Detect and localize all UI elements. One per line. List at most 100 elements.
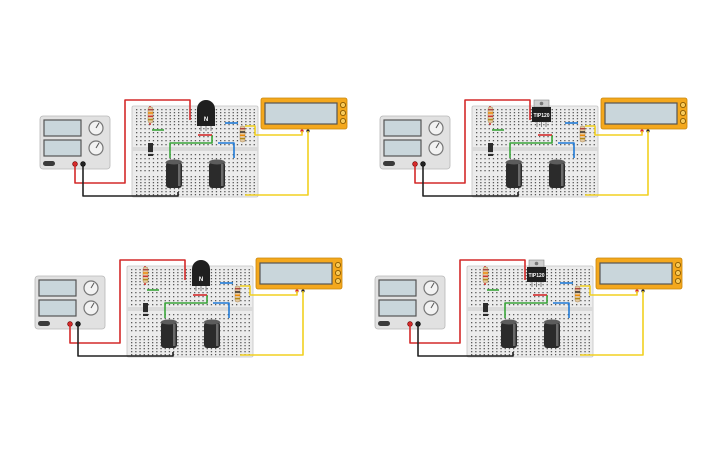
diode-body[interactable]: [483, 303, 488, 316]
wire-green-base[interactable]: [164, 295, 208, 318]
lcd-button-1[interactable]: [339, 101, 347, 109]
lcd-display[interactable]: [595, 257, 683, 293]
power-switch[interactable]: [383, 161, 395, 166]
wire-red-supply[interactable]: [69, 259, 186, 344]
breadboard-hole: [500, 272, 502, 274]
lcd-display[interactable]: [260, 97, 348, 133]
resistor-1[interactable]: [147, 106, 154, 124]
wire-black-ground[interactable]: [77, 324, 174, 357]
power-switch[interactable]: [378, 321, 390, 326]
diode-body[interactable]: [143, 303, 148, 316]
diode[interactable]: [488, 143, 493, 156]
resistor-2[interactable]: [574, 285, 581, 303]
breadboard-body[interactable]: [126, 265, 254, 358]
wire-blue-collector[interactable]: [558, 142, 575, 158]
resistor-2[interactable]: [579, 125, 586, 143]
breadboard-hole: [567, 322, 569, 324]
capacitor-2[interactable]: [204, 319, 220, 349]
wire-red-supply[interactable]: [414, 99, 531, 184]
breadboard-hole: [236, 158, 239, 160]
lcd-button-3[interactable]: [334, 277, 342, 285]
resistor-1[interactable]: [487, 106, 494, 124]
transistor-body[interactable]: [192, 260, 210, 286]
breadboard[interactable]: [466, 265, 594, 358]
resistor-1[interactable]: [142, 266, 149, 284]
transistor-body[interactable]: [532, 107, 551, 122]
breadboard-body[interactable]: [131, 105, 259, 198]
capacitor-1[interactable]: [501, 319, 517, 349]
wire-red-supply[interactable]: [409, 259, 526, 344]
transistor-body[interactable]: [197, 100, 215, 126]
resistor-1[interactable]: [482, 266, 489, 284]
wire-yellow-lcd-negative[interactable]: [240, 291, 304, 356]
lcd-button-2[interactable]: [679, 109, 687, 117]
breadboard-hole: [534, 144, 537, 146]
wire-yellow-lcd-positive[interactable]: [240, 285, 298, 296]
wire-red-supply[interactable]: [74, 99, 191, 184]
lcd-button-2[interactable]: [339, 109, 347, 117]
breadboard-hole: [576, 191, 579, 193]
resistor-2[interactable]: [239, 125, 246, 143]
diode-body[interactable]: [148, 143, 153, 156]
power-supply[interactable]: [379, 115, 451, 170]
wire-green-base[interactable]: [169, 135, 213, 158]
power-switch[interactable]: [38, 321, 50, 326]
wire-black-ground[interactable]: [422, 164, 519, 197]
capacitor-1[interactable]: [161, 319, 177, 349]
lcd-button-2[interactable]: [674, 269, 682, 277]
capacitor-1[interactable]: [166, 159, 182, 189]
diode[interactable]: [143, 303, 148, 316]
wire-blue-collector[interactable]: [553, 302, 570, 318]
transistor[interactable]: TIP120: [532, 99, 551, 127]
wire-yellow-lcd-negative[interactable]: [580, 291, 644, 356]
lcd-button-1[interactable]: [679, 101, 687, 109]
capacitor-1[interactable]: [506, 159, 522, 189]
wire-green-base[interactable]: [504, 295, 548, 318]
breadboard-hole: [500, 351, 502, 353]
diode-band: [488, 152, 493, 154]
transistor[interactable]: N: [192, 260, 210, 291]
transistor-body[interactable]: [527, 267, 546, 282]
wire-black-ground[interactable]: [417, 324, 514, 357]
lcd-button-2[interactable]: [334, 269, 342, 277]
lcd-display[interactable]: [255, 257, 343, 293]
wire-green-base[interactable]: [509, 135, 553, 158]
power-supply[interactable]: [39, 115, 111, 170]
supply-voltage-display: [378, 279, 417, 297]
lcd-button-1[interactable]: [334, 261, 342, 269]
breadboard-hole: [522, 185, 524, 187]
power-switch[interactable]: [43, 161, 55, 166]
power-supply[interactable]: [374, 275, 446, 330]
lcd-button-3[interactable]: [674, 277, 682, 285]
breadboard[interactable]: [126, 265, 254, 358]
wire-blue-collector[interactable]: [218, 142, 235, 158]
diode[interactable]: [483, 303, 488, 316]
capacitor-2[interactable]: [209, 159, 225, 189]
transistor[interactable]: TIP120: [527, 259, 546, 287]
wire-yellow-lcd-positive[interactable]: [585, 125, 643, 136]
breadboard-hole: [492, 322, 494, 324]
breadboard-hole: [202, 322, 204, 324]
breadboard-hole: [245, 115, 247, 117]
wire-yellow-lcd-negative[interactable]: [245, 131, 309, 196]
wire-yellow-lcd-positive[interactable]: [245, 125, 303, 136]
breadboard[interactable]: [471, 105, 599, 198]
diode[interactable]: [148, 143, 153, 156]
transistor[interactable]: N: [197, 100, 215, 131]
breadboard-hole: [492, 318, 494, 320]
lcd-button-3[interactable]: [339, 117, 347, 125]
breadboard-hole: [529, 330, 532, 332]
lcd-button-3[interactable]: [679, 117, 687, 125]
wire-black-ground[interactable]: [82, 164, 179, 197]
wire-blue-collector[interactable]: [213, 302, 230, 318]
wire-yellow-lcd-positive[interactable]: [580, 285, 638, 296]
resistor-2[interactable]: [234, 285, 241, 303]
wire-yellow-lcd-negative[interactable]: [585, 131, 649, 196]
capacitor-2[interactable]: [544, 319, 560, 349]
lcd-button-1[interactable]: [674, 261, 682, 269]
lcd-display[interactable]: [600, 97, 688, 133]
power-supply[interactable]: [34, 275, 106, 330]
diode-body[interactable]: [488, 143, 493, 156]
breadboard-hole: [157, 112, 159, 114]
capacitor-2[interactable]: [549, 159, 565, 189]
